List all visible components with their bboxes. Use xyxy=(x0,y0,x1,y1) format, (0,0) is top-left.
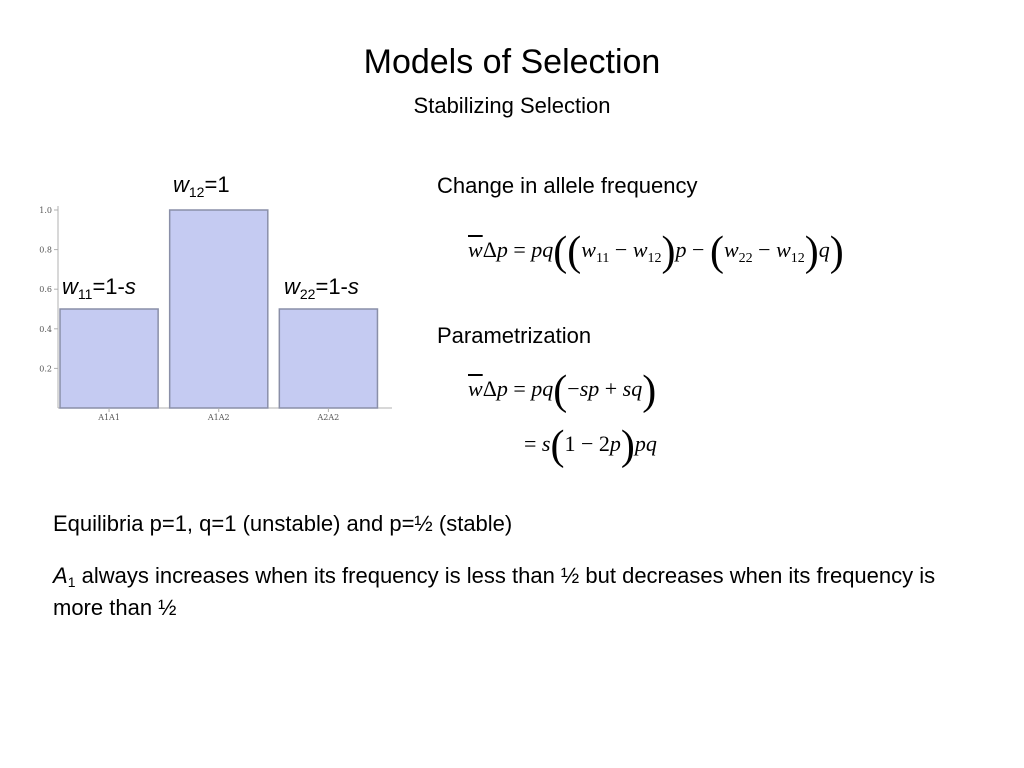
eq1-sub12b: 12 xyxy=(790,251,805,266)
eq3-one: 1 xyxy=(564,431,576,456)
w11-s: s xyxy=(124,274,136,299)
x-tick-label: A1A2 xyxy=(207,413,230,422)
x-tick-label: A2A2 xyxy=(317,413,340,422)
eq3-s: s xyxy=(541,431,551,456)
eq2-pq: pq xyxy=(531,376,554,401)
eq2-lparen: ( xyxy=(553,368,568,414)
eq1-w22: w xyxy=(723,237,739,262)
eq1-outer-lparen: (( xyxy=(553,229,582,275)
eq3-minus: − xyxy=(580,431,594,456)
w11-var: w xyxy=(62,274,78,299)
eq3-pq: pq xyxy=(634,431,657,456)
eq1-w12b: w xyxy=(776,237,791,262)
a1-var: A xyxy=(53,563,68,588)
eq2-sq: sq xyxy=(622,376,643,401)
eq1-sub22: 22 xyxy=(738,251,753,266)
eq1-lparen2: ( xyxy=(709,229,724,275)
slide-title: Models of Selection xyxy=(363,43,661,81)
slide-subtitle: Stabilizing Selection xyxy=(413,93,611,118)
parametrization-label: Parametrization xyxy=(437,323,592,348)
equation-parametrized: wΔp = pq(−sp + sq) xyxy=(468,370,656,412)
x-tick-label: A1A1 xyxy=(97,413,120,422)
eq1-delta: Δ xyxy=(482,237,497,262)
equation-change: wΔp = pq((w11 − w12)p − (w22 − w12)q) xyxy=(468,231,844,273)
eq1-pq: pq xyxy=(531,237,554,262)
eq2-p: p xyxy=(496,376,508,401)
eq1-sub12a: 12 xyxy=(647,251,662,266)
w22-s: s xyxy=(347,274,359,299)
eq2-equals: = xyxy=(513,376,526,401)
eq3-two: 2 xyxy=(598,431,610,456)
eq2-sp: sp xyxy=(579,376,600,401)
eq1-minus1: − xyxy=(614,237,628,262)
a1-text: always increases when its frequency is l… xyxy=(53,563,936,620)
eq1-rparen2: ) xyxy=(804,229,819,275)
eq1-w12a: w xyxy=(632,237,648,262)
eq2-minus: − xyxy=(567,376,580,401)
eq1-p: p xyxy=(496,237,508,262)
w11-rest: =1- xyxy=(92,274,125,299)
w22-var: w xyxy=(284,274,300,299)
bar-A2A2 xyxy=(278,308,379,409)
eq1-rparen1: ) xyxy=(661,229,676,275)
eq1-outer-rparen: ) xyxy=(829,229,844,275)
w12-label: w12=1 xyxy=(173,172,230,200)
eq1-minus2: − xyxy=(692,237,705,262)
w11-sub: 11 xyxy=(77,286,93,302)
eq1-wbar: w xyxy=(468,237,483,262)
w12-var: w xyxy=(173,172,189,197)
w11-label: w11=1-s xyxy=(62,274,136,302)
equation-simplified: = s(1 − 2p)pq xyxy=(524,425,657,467)
w22-label: w22=1-s xyxy=(284,274,359,302)
bar-A1A2 xyxy=(168,209,269,409)
eq1-w11: w xyxy=(581,237,596,262)
w22-sub: 22 xyxy=(299,286,316,302)
eq3-p: p xyxy=(609,431,621,456)
eq3-equals: = xyxy=(524,431,537,456)
a1-sub: 1 xyxy=(67,574,76,590)
change-label: Change in allele frequency xyxy=(437,173,698,198)
eq2-wbar: w xyxy=(468,376,483,401)
w22-rest: =1- xyxy=(315,274,348,299)
eq2-delta: Δ xyxy=(482,376,497,401)
eq3-lparen: ( xyxy=(550,423,565,469)
eq1-equals: = xyxy=(513,237,526,262)
eq1-q: q xyxy=(818,237,830,262)
eq1-minus3: − xyxy=(758,237,771,262)
bar-A1A1 xyxy=(59,308,159,409)
eq1-p2: p xyxy=(675,237,687,262)
y-tick-label: 1.0 xyxy=(39,206,52,215)
w12-rest: =1 xyxy=(204,172,230,197)
y-tick-label: 0.6 xyxy=(39,285,52,294)
eq3-rparen: ) xyxy=(620,423,635,469)
eq2-rparen: ) xyxy=(642,368,657,414)
y-tick-label: 0.8 xyxy=(39,246,52,255)
eq1-sub11: 11 xyxy=(595,251,610,266)
eq2-plus: + xyxy=(604,376,618,401)
w12-sub: 12 xyxy=(188,184,205,200)
a1-statement: A1 always increases when its frequency i… xyxy=(53,560,973,624)
equilibria-text: Equilibria p=1, q=1 (unstable) and p=½ (… xyxy=(53,511,513,536)
y-tick-label: 0.2 xyxy=(39,364,52,373)
y-tick-label: 0.4 xyxy=(39,325,52,334)
